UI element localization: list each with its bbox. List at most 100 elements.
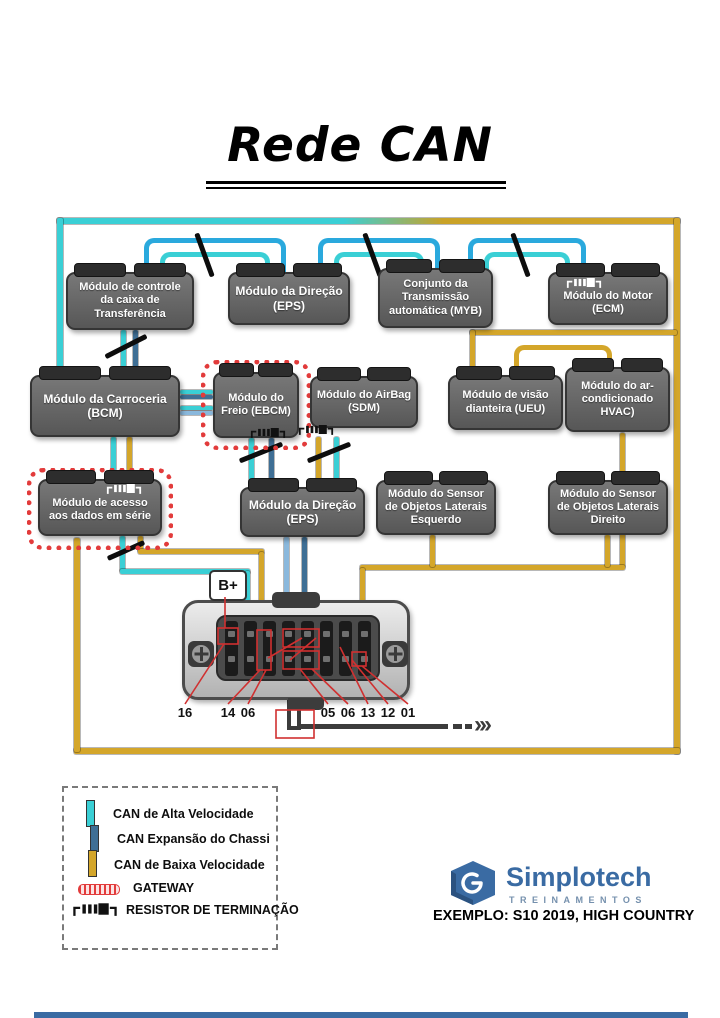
wire-gold [360,568,365,602]
module-label: Módulo de visão dianteira (UEU) [462,389,549,415]
connector-tab [292,263,343,277]
title-underline [206,181,506,184]
connector-slot [282,621,295,676]
wire-navy [180,395,213,399]
connector-tab [235,263,286,277]
legend-label-gateway: GATEWAY [133,881,195,895]
connector-tab [611,471,661,485]
termination-resistor-icon [106,484,142,494]
module-sensor-right: Módulo do Sensor de Objetos Laterais Dir… [548,471,668,535]
pin-label-06: 06 [240,705,256,720]
pin-label-14: 14 [220,705,236,720]
connector-tab [103,470,154,484]
connector-tab [383,471,433,485]
pin-label-05: 05 [320,705,336,720]
brand-subtitle: TREINAMENTOS [509,895,647,905]
output-cable-dash [465,724,472,729]
wire-left-frame-highspeed [57,218,63,380]
module-sensor-left: Módulo do Sensor de Objetos Laterais Esq… [376,471,496,535]
connector-tab [219,363,254,377]
connector-tab [572,358,615,372]
legend-label-high-speed: CAN de Alta Velocidade [113,807,254,821]
pin-annotations [184,597,409,739]
connector-tab [46,470,97,484]
termination-resistor-icon [250,428,286,438]
wire-teal [249,438,254,488]
output-cable [287,700,291,730]
legend-swatch-high-speed [86,800,95,827]
wire-left-lowspeed [74,538,80,752]
output-cable [297,700,301,730]
wire-teal [180,390,213,394]
module-label: Módulo da Direção (EPS) [248,497,357,526]
connector-tab [74,263,127,277]
connector-tab [620,358,663,372]
legend-label-low-speed: CAN de Baixa Velocidade [114,858,265,872]
connector-pin-panel [216,615,380,681]
connector-tab [317,367,361,381]
connector-tab [306,478,357,492]
connector-tab [555,471,605,485]
legend-swatch-chassis-expansion [90,825,99,852]
connector-tab [39,366,101,380]
title-underline-2 [206,187,506,189]
connector-tab [248,478,299,492]
connector-slot [244,621,257,676]
wire-gold [316,437,321,488]
wire-teal [180,406,213,410]
connector-tab [508,366,556,380]
wire-gold [430,535,435,567]
output-cable-dash [453,724,462,729]
pin-label-13: 13 [360,705,376,720]
module-label: Módulo do Motor (ECM) [563,289,653,315]
wire-gold-branch [470,330,677,335]
output-cable [300,724,448,729]
bottom-bar [34,1012,688,1018]
connector-tab [555,263,605,277]
page-title: Rede CAN [227,118,493,173]
brand-logo-icon [451,861,495,905]
module-steering-bottom: Módulo da Direção (EPS) [240,478,365,537]
termination-resistor-icon [298,425,334,435]
module-brake: Módulo do Freio (EBCM) [213,363,299,438]
wire-top-frame [57,218,680,224]
pin-label-12: 12 [380,705,396,720]
example-caption: EXEMPLO: S10 2019, HIGH COUNTRY [433,908,695,924]
connector-screw-right [382,641,408,667]
wire-loop-blue-2 [318,238,440,277]
wire-gold [138,549,264,554]
module-transmission: Conjunto da Transmissão automática (MYB) [378,259,493,328]
pin-label-01: 01 [400,705,416,720]
legend-swatch-low-speed [88,850,97,877]
connector-slot [301,621,314,676]
legend-swatch-gateway [78,884,120,895]
wire-teal [334,437,339,488]
module-steering-top: Módulo da Direção (EPS) [228,263,350,325]
module-label: Módulo do Sensor de Objetos Laterais Dir… [556,487,660,527]
module-body: Módulo da Carroceria (BCM) [30,366,180,437]
module-front-vision: Módulo de visão dianteira (UEU) [448,366,563,430]
module-label: Conjunto da Transmissão automática (MYB) [389,278,482,317]
pin-label-16: 16 [177,705,193,720]
connector-screw-left [188,641,214,667]
connector-tab [133,263,186,277]
module-label: Módulo do ar-condicionado HVAC) [581,379,654,419]
wire-teal [111,437,116,471]
wire-teal [245,571,250,602]
wire-loop-blue-3 [468,238,586,277]
brand-name: Simplotech [506,862,652,892]
module-airbag: Módulo do AirBag (SDM) [310,367,418,428]
module-label: Módulo do Sensor de Objetos Laterais Esq… [384,487,488,527]
wire-gold-bus [360,565,625,570]
wire-navy [269,438,274,488]
module-label: Módulo do AirBag (SDM) [316,388,412,414]
connector-tab [611,263,661,277]
module-label: Módulo da Carroceria (BCM) [43,391,167,420]
output-arrow-icon: ››› [474,711,492,738]
wire-gold [605,535,610,567]
connector-tab [367,367,411,381]
module-serial-data: Módulo de acesso aos dados em série [38,470,162,536]
connector-tab [439,471,489,485]
connector-slot [358,621,371,676]
